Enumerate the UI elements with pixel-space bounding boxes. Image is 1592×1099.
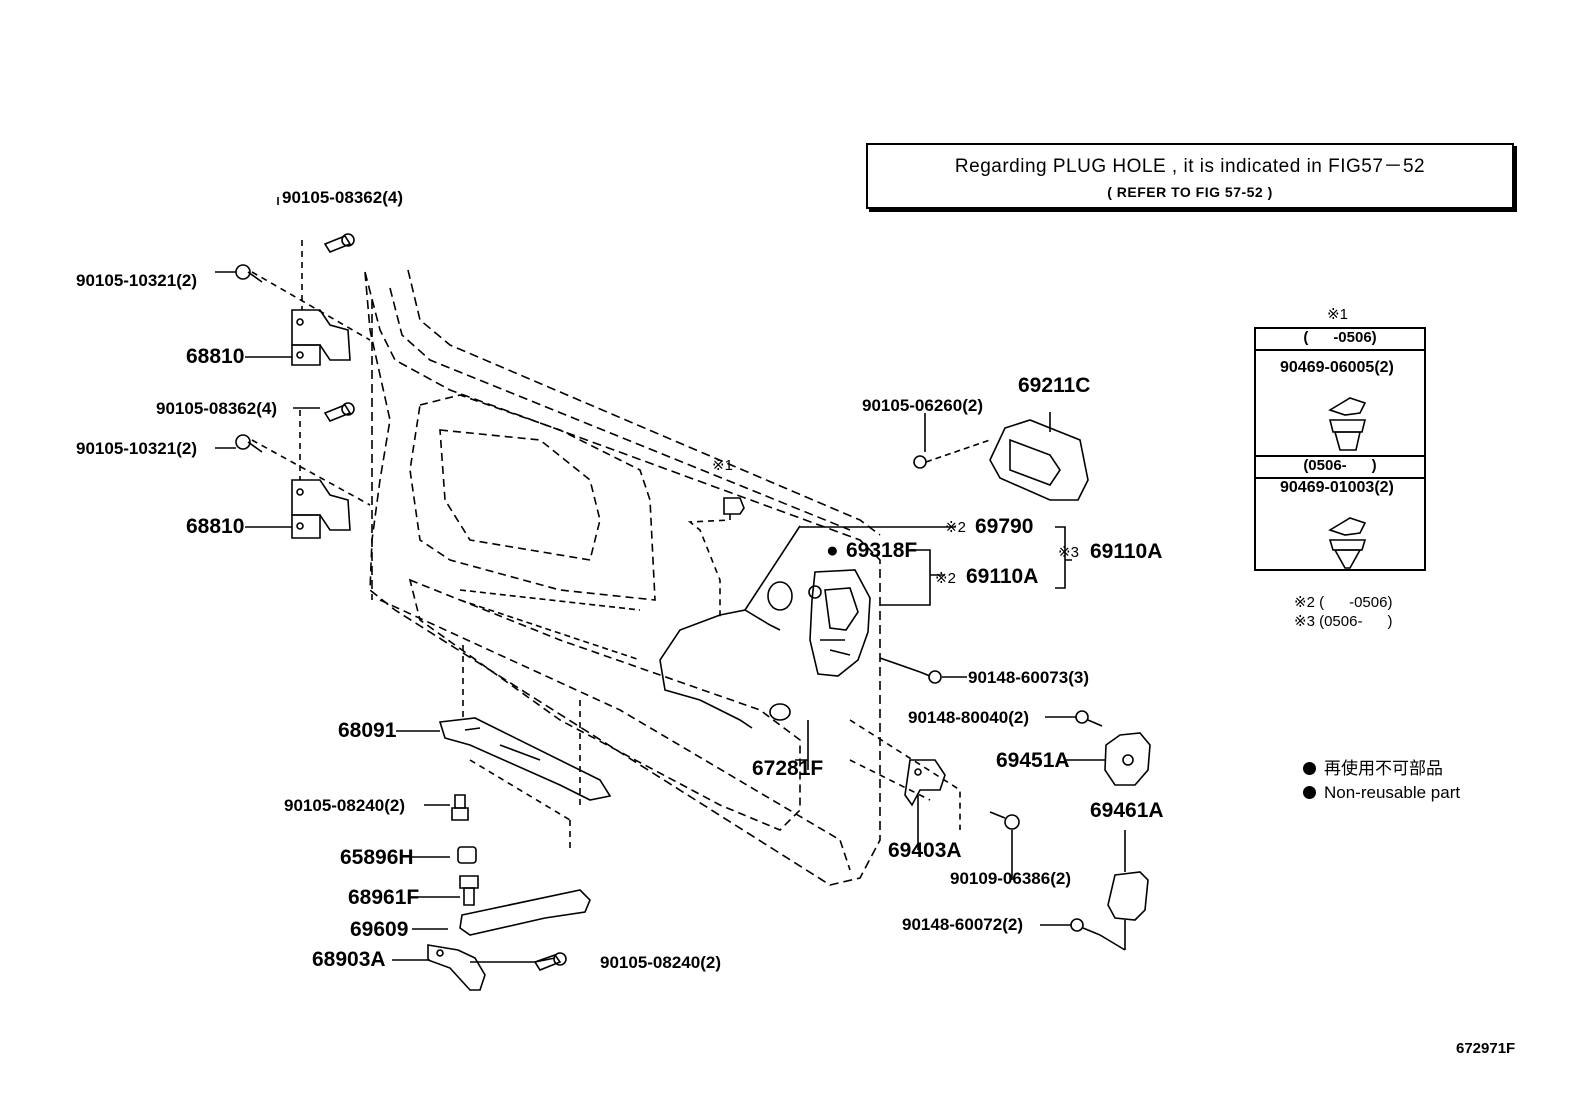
- lower-hinge-bracket-shape: [427, 944, 486, 991]
- upper-hinge-shape: [291, 309, 351, 366]
- part-label[interactable]: 69451A: [996, 749, 1070, 772]
- door-outer-line: [364, 271, 881, 886]
- clip-icon-1: [1328, 397, 1367, 451]
- door-inner-opening: [439, 429, 601, 561]
- mark-note-2: ※2: [935, 570, 956, 587]
- footnote-3: ※3 (0506- ): [1294, 613, 1393, 630]
- lock-leader: [880, 549, 945, 606]
- mark-note-1: ※1: [712, 457, 733, 474]
- part-label[interactable]: 90148-60072(2): [902, 915, 1023, 934]
- nonreusable-dot-icon: [1303, 762, 1316, 775]
- door-inner-crossbar: [459, 589, 641, 661]
- door-frame-top-inner: [389, 287, 851, 531]
- part-label[interactable]: 69211C: [1018, 374, 1091, 397]
- reference-note-line1: Regarding PLUG HOLE , it is indicated in…: [954, 156, 1426, 177]
- bottom-bolt-shape: [451, 794, 469, 821]
- legend-en-text: Non-reusable part: [1324, 783, 1461, 802]
- part-label[interactable]: 69461A: [1090, 799, 1164, 822]
- part-label[interactable]: 90148-60073(3): [968, 668, 1089, 687]
- part-label[interactable]: 69609: [350, 918, 409, 941]
- figure-id: 672971F: [1456, 1040, 1516, 1057]
- part-label[interactable]: 68810: [186, 345, 245, 368]
- part-label[interactable]: 67281F: [752, 757, 824, 780]
- lower-hinge-shape: [291, 479, 351, 539]
- cable-shape: [659, 525, 801, 729]
- part-label[interactable]: 90105-08240(2): [600, 953, 721, 972]
- clip-leader-dash: [687, 514, 731, 620]
- door-check-dash: [849, 719, 961, 830]
- part-label[interactable]: 68810: [186, 515, 245, 538]
- nonreusable-dot-icon: [1303, 786, 1316, 799]
- part-label[interactable]: 90105-10321(2): [76, 271, 197, 290]
- part-label[interactable]: 90105-08240(2): [284, 796, 405, 815]
- door-lower-panel: [408, 578, 801, 831]
- lock-screw-leader: [879, 657, 967, 678]
- clip-range-1: ( -0506): [1303, 329, 1377, 346]
- legend-row-jp: 再使用不可部品: [1303, 757, 1460, 781]
- check-bolt-shape: [989, 811, 1020, 830]
- grommet-shape: [767, 581, 793, 611]
- part-label[interactable]: 68903A: [312, 948, 386, 971]
- rod-cap-leader: [795, 720, 809, 770]
- clip-shape: [723, 497, 745, 515]
- inside-handle-shape: [989, 419, 1089, 501]
- part-label[interactable]: 90105-08362(4): [156, 399, 277, 418]
- reference-note-box: Regarding PLUG HOLE , it is indicated in…: [866, 143, 1514, 209]
- part-label[interactable]: 90105-06260(2): [862, 396, 983, 415]
- lower-striker-screw-shape: [1070, 918, 1101, 936]
- footnote-2: ※2 ( -0506): [1294, 594, 1393, 611]
- door-inner-panel: [409, 394, 656, 601]
- striker-shape: [1104, 732, 1151, 786]
- part-label[interactable]: 69110A: [1090, 540, 1163, 563]
- part-label[interactable]: 69790: [975, 515, 1034, 538]
- cap-shape: [457, 846, 477, 864]
- part-label[interactable]: 90105-10321(2): [76, 439, 197, 458]
- lower-striker-shape: [1107, 871, 1149, 921]
- stud-bolt-shape: [459, 875, 479, 906]
- mark-note-3: ※3: [1058, 544, 1079, 561]
- door-frame-top: [407, 269, 881, 536]
- lower-striker-screw-leader: [1040, 924, 1126, 951]
- link-arm-shape: [459, 889, 591, 936]
- handle-screw-shape: [913, 439, 991, 469]
- door-bottom-edge: [379, 599, 851, 871]
- side-bolt-shape: [533, 952, 567, 971]
- part-label[interactable]: 68961F: [348, 886, 420, 909]
- part-label[interactable]: 69318F: [846, 539, 918, 562]
- rod-cap-shape: [769, 703, 791, 721]
- lower-bracket-shape: [438, 717, 612, 801]
- clip-part-2[interactable]: 90469-01003(2): [1280, 479, 1394, 496]
- part-label[interactable]: 90109-06386(2): [950, 869, 1071, 888]
- clip-variant-box: ( -0506) 90469-06005(2) (0506- ) 90469-0…: [1254, 327, 1426, 571]
- legend-row-en: Non-reusable part: [1303, 781, 1460, 805]
- part-label[interactable]: 90148-80040(2): [908, 708, 1029, 727]
- part-label[interactable]: 69403A: [888, 839, 962, 862]
- part-label[interactable]: 65896H: [340, 846, 414, 869]
- legend-jp-text: 再使用不可部品: [1324, 759, 1443, 778]
- mark-note-2: ※2: [945, 519, 966, 536]
- door-check-shape: [904, 759, 946, 807]
- part-label[interactable]: 68091: [338, 719, 397, 742]
- clip-range-2: (0506- ): [1303, 457, 1377, 474]
- clip-box-header: ※1: [1327, 306, 1348, 323]
- lock-screw-shape: [919, 670, 942, 684]
- striker-screw-shape: [1075, 710, 1103, 727]
- legend: 再使用不可部品 Non-reusable part: [1303, 757, 1460, 805]
- nonreusable-dot: ●: [826, 539, 839, 562]
- clip-part-1[interactable]: 90469-06005(2): [1280, 359, 1394, 376]
- reference-note-line2: ( REFER TO FIG 57-52 ): [1107, 184, 1273, 200]
- bracket-leader-dash: [462, 645, 581, 850]
- hinge-bolts: [235, 233, 355, 453]
- door-lock-shape: [808, 569, 871, 677]
- part-label[interactable]: 90105-08362(4): [282, 188, 403, 207]
- leader-lines-left: [215, 197, 556, 963]
- part-label[interactable]: 69110A: [966, 565, 1039, 588]
- clip-icon-2: [1328, 517, 1367, 569]
- lock-group-bracket: [1055, 526, 1072, 589]
- bolt-leader-dash: [251, 240, 371, 506]
